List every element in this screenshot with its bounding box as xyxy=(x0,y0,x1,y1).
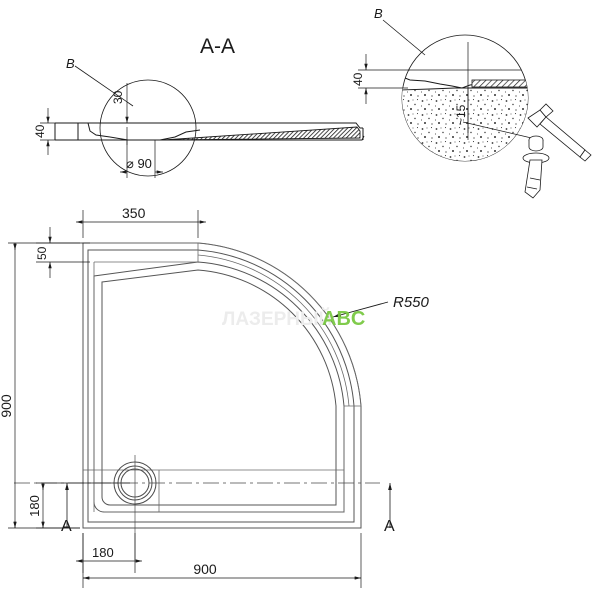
section-view-a-a: A-A B xyxy=(33,35,365,178)
dim-d90-section xyxy=(120,140,163,178)
dim-350 xyxy=(76,210,206,238)
dim-40-detail-label: 40 xyxy=(351,72,365,86)
detail-label-b: B xyxy=(374,6,383,21)
dim-180-vertical-label: 180 xyxy=(27,495,42,517)
dim-15-detail xyxy=(462,88,541,141)
dim-40-detail xyxy=(358,54,410,104)
plan-view: 350 50 900 180 xyxy=(0,205,430,588)
dim-30-section-label: 30 xyxy=(111,90,125,104)
concrete-hatch xyxy=(402,88,528,161)
dim-15-detail-label: ~15 xyxy=(454,104,468,125)
dim-180-bottom-label: 180 xyxy=(92,545,114,560)
abc-watermark: ABC xyxy=(322,308,365,330)
dim-900-vertical-label: 900 xyxy=(0,394,14,418)
detail-b-leader xyxy=(382,19,426,56)
radius-R550-leader xyxy=(332,301,389,318)
tray-rim-contours xyxy=(83,242,362,513)
dim-d90-section-label: ⌀ 90 xyxy=(126,156,152,171)
detail-circle-b-section xyxy=(99,79,197,177)
detail-b-leader-section xyxy=(74,65,134,107)
adhesive-strip xyxy=(471,79,528,88)
dim-350-label: 350 xyxy=(122,205,146,221)
radius-R550-label: R550 xyxy=(393,294,430,311)
detail-label-b-section: B xyxy=(66,56,75,71)
section-mark-a-left-label: A xyxy=(61,518,72,535)
dim-900-bottom-label: 900 xyxy=(193,561,217,577)
section-title: A-A xyxy=(200,35,235,58)
dim-40-section-label: 40 xyxy=(33,124,47,138)
ghost-watermark: ЛАЗЕРНЫЙ xyxy=(222,308,332,330)
dim-40-section xyxy=(40,108,60,155)
tray-inner-basin xyxy=(93,261,345,513)
tray-outer-outline xyxy=(82,242,362,529)
section-wedge-hatched xyxy=(162,126,361,141)
hammer-icon xyxy=(527,103,592,162)
section-tray-profile xyxy=(54,122,365,141)
dim-900-vertical xyxy=(8,242,80,529)
section-mark-a-right-label: A xyxy=(384,518,395,535)
detail-view-b: B 40 ~15 xyxy=(351,6,592,199)
dim-900-bottom xyxy=(82,533,362,588)
anchor-nail-icon xyxy=(522,135,550,199)
dim-180-vertical xyxy=(36,482,130,529)
dim-50-label: 50 xyxy=(35,246,49,260)
